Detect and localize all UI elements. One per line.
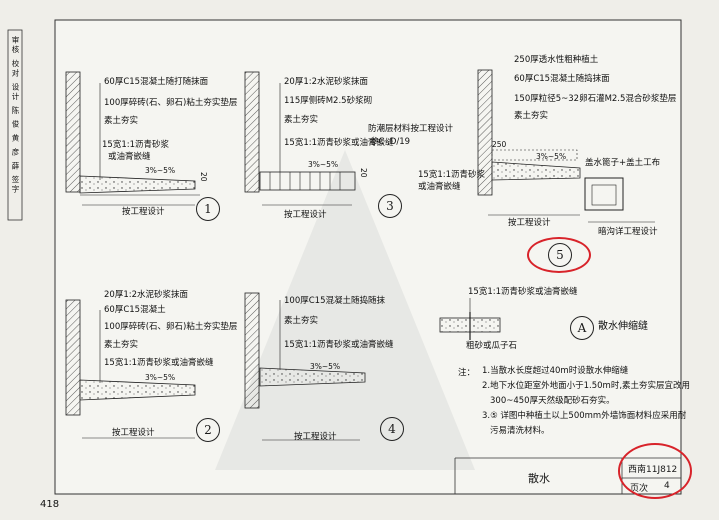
da-title: 散水伸缩缝: [598, 321, 648, 332]
note-item: 1.当散水长度超过40m时设散水伸缩缝: [482, 366, 629, 376]
d5-dim: 250: [492, 140, 507, 149]
d4-caption: 按工程设计: [294, 432, 337, 442]
side-strip-item: 审核: [11, 36, 20, 55]
d3-layer-1: 20厚1:2水泥砂浆抹面: [284, 77, 368, 87]
d1-joint-1: 15宽1:1沥青砂浆: [102, 140, 169, 150]
d5-ditch-caption: 暗沟详工程设计: [598, 227, 658, 237]
d2-layer-3: 100厚碎砖(石、卵石)粘土夯实垫层: [104, 322, 238, 332]
side-strip-item: 陈 俊: [11, 106, 20, 130]
d2-layer-4: 素土夯实: [104, 340, 139, 350]
detail-5-drawing: [477, 69, 655, 223]
d3-slope: 3%~5%: [308, 160, 339, 169]
d5-left-note-1: 防潮层材料按工程设计: [368, 124, 454, 134]
d1-dim: 20: [199, 172, 208, 182]
highlight-ring-detail-5: [527, 237, 591, 273]
d5-layer-1: 250厚透水性粗种植土: [514, 55, 599, 65]
d4-layer-2: 素土夯实: [284, 316, 319, 326]
detail-number-2: 2: [196, 418, 220, 442]
d2-layer-2: 60厚C15混凝土: [104, 305, 166, 315]
d5-caption: 按工程设计: [508, 218, 551, 228]
d3-joint: 15宽1:1沥青砂浆或油膏嵌缝: [284, 138, 394, 148]
detail-2-drawing: [65, 299, 196, 439]
note-item: 300~450厚天然级配砂石夯实。: [490, 396, 615, 406]
d1-joint-2: 或油膏嵌缝: [108, 152, 151, 162]
d1-slope: 3%~5%: [145, 166, 176, 175]
d2-caption: 按工程设计: [112, 428, 155, 438]
d5-joint-2: 或油膏嵌缝: [418, 182, 461, 192]
watermark-triangle: [215, 150, 475, 470]
side-strip-item: 设计: [11, 82, 20, 102]
d5-left-note-2: 参C ,D/19: [370, 137, 411, 147]
note-item: 3.⑤ 详图中种植土以上500mm外墙饰面材料应采用耐: [482, 411, 687, 421]
d3-layer-3: 素土夯实: [284, 115, 319, 125]
d5-layer-2: 60厚C15混凝土随捣抹面: [514, 74, 610, 84]
page-number: 418: [40, 499, 60, 510]
d2-layer-1: 20厚1:2水泥砂浆抹面: [104, 290, 188, 300]
d2-slope: 3%~5%: [145, 373, 176, 382]
note-item: 2.地下水位距室外地面小于1.50m时,素土夯实层宜改用: [482, 381, 691, 391]
d5-slope: 3%~5%: [536, 152, 567, 161]
d4-slope: 3%~5%: [310, 362, 341, 371]
detail-number-4: 4: [380, 417, 404, 441]
d3-dim: 20: [359, 168, 368, 178]
detail-4-drawing: [244, 292, 366, 441]
detail-number-1: 1: [196, 197, 220, 221]
notes-label: 注：: [458, 368, 476, 378]
detail-number-3: 3: [378, 194, 402, 218]
d1-layer-1: 60厚C15混凝土随打随抹面: [104, 77, 209, 87]
side-strip-item: 薛: [11, 161, 20, 172]
d1-caption: 按工程设计: [122, 207, 165, 217]
da-top-note: 15宽1:1沥青砂浆或油膏嵌缝: [468, 287, 578, 297]
d2-joint: 15宽1:1沥青砂浆或油膏嵌缝: [104, 358, 214, 368]
d5-ditch-note: 盖水篦子+盖土工布: [585, 158, 661, 168]
d4-joint: 15宽1:1沥青砂浆或油膏嵌缝: [284, 340, 394, 350]
d5-joint-1: 15宽1:1沥青砂浆: [418, 170, 485, 180]
d3-layer-2: 115厚侧砖M2.5砂浆砌: [284, 96, 373, 106]
d5-layer-3: 150厚粒径5~32卵石灌M2.5混合砂浆垫层: [514, 94, 677, 104]
d3-caption: 按工程设计: [284, 210, 327, 220]
detail-1-drawing: [65, 71, 200, 206]
da-bottom-note: 粗砂或瓜子石: [466, 341, 518, 351]
detail-3-drawing: [244, 71, 356, 206]
d4-layer-1: 100厚C15混凝土随捣随抹: [284, 296, 385, 306]
note-item: 污易清洗材料。: [490, 426, 550, 436]
highlight-ring-title-block: [618, 443, 692, 499]
side-strip: 审核 校对 设计 陈 俊 黄 彦 薛 签字: [10, 36, 20, 195]
d5-layer-4: 素土夯实: [514, 111, 549, 121]
side-strip-item: 签字: [11, 175, 20, 195]
detail-a-drawing: [439, 298, 501, 340]
side-strip-item: 黄 彦: [11, 133, 20, 158]
d1-layer-3: 素土夯实: [104, 116, 139, 126]
detail-letter-a: A: [570, 316, 594, 340]
title-block-title: 散水: [528, 472, 550, 485]
side-strip-item: 校对: [11, 59, 20, 79]
d1-layer-2: 100厚碎砖(石、卵石)粘土夯实垫层: [104, 98, 238, 108]
